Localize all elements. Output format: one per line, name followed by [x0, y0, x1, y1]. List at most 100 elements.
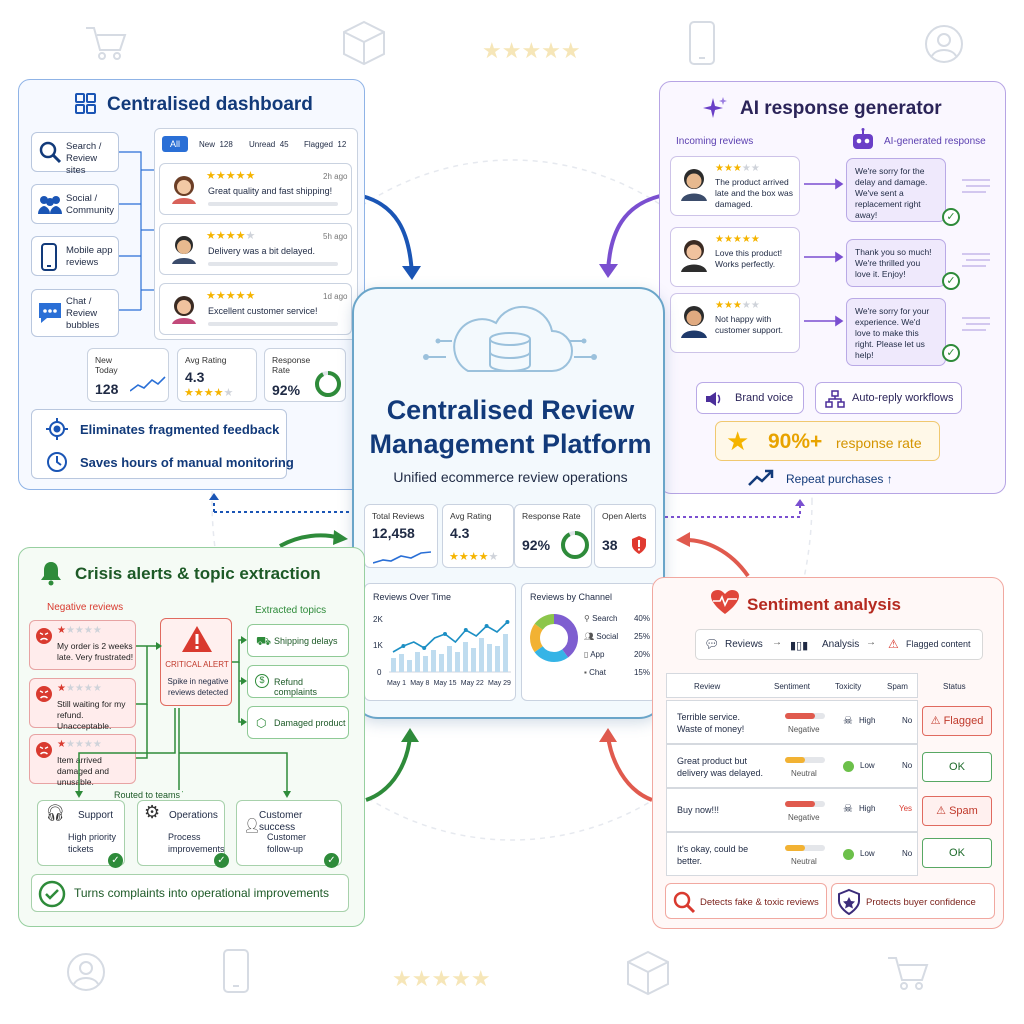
source-search[interactable]: Search / Review sites [31, 132, 119, 176]
line-point [505, 620, 510, 624]
sparkline [130, 376, 166, 392]
stars-decor: ★★★★★ [392, 967, 491, 992]
review-card[interactable]: ★★★★★ 1d ago Excellent customer service! [159, 283, 352, 335]
chat-icon: 💬︎ [704, 637, 720, 651]
y-tick: 0 [377, 668, 382, 677]
tab-new[interactable]: New 128 [199, 140, 233, 149]
avatar [681, 169, 707, 201]
response-connectors [804, 178, 990, 331]
skull-icon: ☠ [843, 715, 853, 727]
status-ok-button[interactable]: OK [922, 838, 992, 868]
rating-stars: ★★★★★ [715, 300, 760, 311]
kpi-total-reviews: Total Reviews 12,458 [364, 504, 438, 568]
ai-response[interactable]: We're sorry for your experience. We'd lo… [846, 298, 946, 366]
chart-plot [389, 620, 511, 673]
line-point [422, 646, 427, 650]
source-social[interactable]: Social / Community [31, 184, 119, 224]
bar-mark [471, 648, 476, 672]
table-row[interactable]: Terrible service. Waste of money! Negati… [666, 700, 918, 744]
negative-review[interactable]: ★★★★★ My order is 2 weeks late. Very fru… [29, 620, 136, 670]
table-row[interactable]: Great product but delivery was delayed. … [666, 744, 918, 788]
review-text: The product arrived late and the box was… [715, 177, 793, 209]
source-label: Social / Community [66, 193, 115, 216]
angry-face-icon [36, 742, 52, 758]
critical-alert-card[interactable]: CRITICAL ALERT Spike in negative reviews… [160, 618, 232, 706]
generated-label: AI-generated response [884, 136, 986, 147]
workflow-icon [825, 390, 845, 408]
shield-alert-icon [632, 536, 646, 554]
headset-icon: 🎧︎ [45, 805, 66, 822]
user-icon [925, 25, 963, 63]
source-label: Chat / Review bubbles [66, 296, 100, 331]
people-icon [38, 196, 62, 214]
cart-icon [86, 27, 127, 60]
topic-shipping[interactable]: ⛟Shipping delays [247, 624, 349, 657]
bar-mark [455, 652, 460, 672]
review-card[interactable]: ★★★★★ 2h ago Great quality and fast ship… [159, 163, 352, 215]
table-row[interactable]: It's okay, could be better. Neutral Low … [666, 832, 918, 876]
source-mobile[interactable]: Mobile app reviews [31, 236, 119, 276]
source-connectors [119, 151, 157, 311]
check-icon: ✓ [942, 208, 960, 226]
chart-icon: ▮▯▮ [790, 640, 809, 652]
phone-icon [41, 243, 57, 271]
table-row[interactable]: Buy now!!! Negative ☠ High Yes [666, 788, 918, 832]
search-icon [39, 141, 62, 164]
warning-icon [182, 626, 212, 652]
tab-unread[interactable]: Unread 45 [249, 140, 289, 149]
review-text: Delivery was a bit delayed. [208, 246, 316, 256]
bar-mark [439, 654, 444, 672]
search-icon [673, 891, 696, 914]
review-card[interactable]: ★★★★★ 5h ago Delivery was a bit delayed. [159, 223, 352, 275]
rating-stars: ★★★★★ [449, 551, 499, 563]
trend-up-icon [748, 469, 774, 486]
incoming-review[interactable]: ★★★★★ The product arrived late and the b… [670, 156, 800, 216]
incoming-review[interactable]: ★★★★★ Love this product! Works perfectly… [670, 227, 800, 287]
incoming-review[interactable]: ★★★★★ Not happy with customer support. [670, 293, 800, 353]
topic-damaged[interactable]: ⬡Damaged product [247, 706, 349, 739]
donut-chart [530, 614, 578, 662]
line-point [401, 644, 406, 648]
bar-mark [487, 644, 492, 672]
cart-icon [888, 957, 929, 990]
status-flagged-button[interactable]: ⚠ Flagged [922, 706, 992, 736]
review-text: Excellent customer service! [208, 306, 318, 316]
ai-response[interactable]: Thank you so much! We're thrilled you lo… [846, 239, 946, 287]
team-operations[interactable]: ⚙ Operations Process improvements ✓ [137, 800, 229, 868]
x-tick: May 8 [410, 680, 430, 687]
topic-refund[interactable]: $Refund complaints [247, 665, 349, 698]
tab-flagged[interactable]: Flagged 12 [304, 140, 347, 149]
bar-mark [495, 646, 500, 672]
auto-reply-button[interactable]: Auto-reply workflows [815, 382, 962, 414]
source-chat[interactable]: Chat / Review bubbles [31, 289, 119, 337]
avatar [681, 306, 707, 338]
negative-review[interactable]: ★★★★★ Still waiting for my refund. Unacc… [29, 678, 136, 731]
y-tick: 2K [373, 615, 383, 624]
avatar [172, 176, 196, 204]
speaker-icon [706, 392, 721, 406]
panel-title: Sentiment analysis [747, 595, 902, 614]
gear-icon: ⚙ [144, 802, 161, 822]
truck-icon: ⛟ [256, 634, 272, 648]
benefit-buyer-confidence: Protects buyer confidence [831, 883, 995, 919]
team-support[interactable]: 🎧︎ Support High priority tickets ✓ [37, 800, 125, 868]
warning-icon: ⚠ [930, 715, 941, 727]
status-spam-button[interactable]: ⚠ Spam [922, 796, 992, 826]
kpi-avg-rating: Avg Rating 4.3 ★★★★★ [177, 348, 257, 402]
avatar [172, 296, 196, 324]
team-customer-success[interactable]: 👤︎ Customer success Customer follow-up ✓ [236, 800, 342, 868]
dollar-icon: $ [255, 674, 269, 688]
check-circle-icon [38, 880, 66, 908]
rating-stars: ★★★★★ [206, 170, 256, 182]
benefit-text: Eliminates fragmented feedback [80, 422, 280, 437]
brand-voice-button[interactable]: Brand voice [696, 382, 804, 414]
x-tick: May 1 [387, 680, 407, 687]
tab-all[interactable]: All [162, 136, 188, 152]
centralised-dashboard-panel: Centralised dashboard Search / Review si… [18, 79, 365, 490]
star-icon: ★ [726, 426, 750, 456]
ai-response[interactable]: We're sorry for the delay and damage. We… [846, 158, 946, 222]
sentiment-analysis-panel: Sentiment analysis 💬︎ Reviews → ▮▯▮ Anal… [652, 577, 1004, 929]
status-ok-button[interactable]: OK [922, 752, 992, 782]
